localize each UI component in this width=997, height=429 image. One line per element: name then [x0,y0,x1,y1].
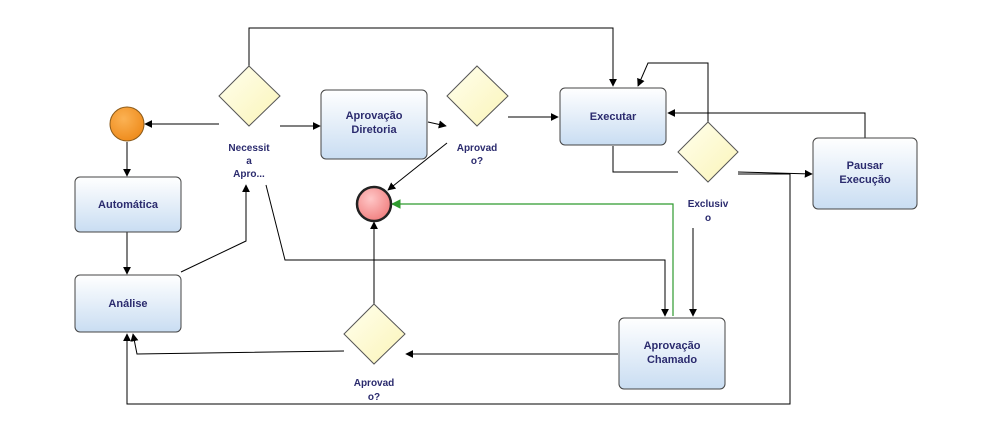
task-automatica[interactable]: Automática [74,176,182,233]
gateway-exclusivo-line2: o [705,213,711,224]
flow-chamado-to-end-highlight[interactable] [391,199,674,316]
task-analise[interactable]: Análise [74,274,182,333]
gateway-exclusivo-line1: Exclusiv [688,199,729,210]
flow-analise-to-necessita[interactable] [180,184,250,273]
task-executar[interactable]: Executar [559,87,667,146]
gateway-necessita-line3: Apro... [233,169,265,180]
gateway-necessita-line1: Necessit [228,143,270,154]
gateway-exclusivo[interactable]: Exclusiv o [677,121,739,224]
task-aprovacao-diretoria[interactable]: Aprovação Diretoria [320,89,428,160]
flow-aprovado-bottom-to-analise[interactable] [130,333,345,355]
flow-executar-to-exclusivo[interactable] [612,146,678,173]
gateway-necessita[interactable]: Necessit a Apro... [218,65,281,180]
sequence-flows [123,27,866,405]
task-analise-label: Análise [108,298,147,310]
flow-exclusivo-to-pausar[interactable] [737,169,813,178]
task-aprovacao-chamado[interactable]: Aprovação Chamado [618,317,726,390]
start-event[interactable] [109,106,145,142]
task-aprovacao-diretoria-line1: Aprovação [346,110,403,122]
end-event[interactable] [355,185,393,223]
flow-necessita-to-aprovacao-chamado[interactable] [265,184,669,317]
task-pausar-execucao[interactable]: Pausar Execução [812,137,918,210]
task-pausar-execucao-line1: Pausar [847,160,884,172]
flow-diretoria-to-aprovado[interactable] [427,120,447,129]
gateway-aprovado-top-line2: o? [471,156,483,167]
task-automatica-label: Automática [98,199,159,211]
gateway-necessita-line2: a [246,156,252,167]
gateway-aprovado-bottom[interactable]: Aprovad o? [343,303,406,403]
task-aprovacao-chamado-line2: Chamado [647,354,697,366]
task-aprovacao-diretoria-line2: Diretoria [351,124,397,136]
gateway-aprovado-top-line1: Aprovad [457,143,498,154]
task-pausar-execucao-line2: Execução [839,174,891,186]
task-executar-label: Executar [590,111,637,123]
flow-necessita-to-executar-top[interactable] [248,27,617,87]
gateway-aprovado-bottom-line1: Aprovad [354,378,395,389]
flow-exclusivo-loop-to-executar[interactable] [637,62,709,122]
flow-exclusivo-to-analise-loop[interactable] [123,173,791,405]
flow-pausar-to-executar[interactable] [667,109,866,138]
gateway-aprovado-bottom-line2: o? [368,392,380,403]
task-aprovacao-chamado-line1: Aprovação [644,340,701,352]
gateway-aprovado-top[interactable]: Aprovad o? [446,65,509,167]
flow-aprovado-to-end[interactable] [387,142,448,191]
